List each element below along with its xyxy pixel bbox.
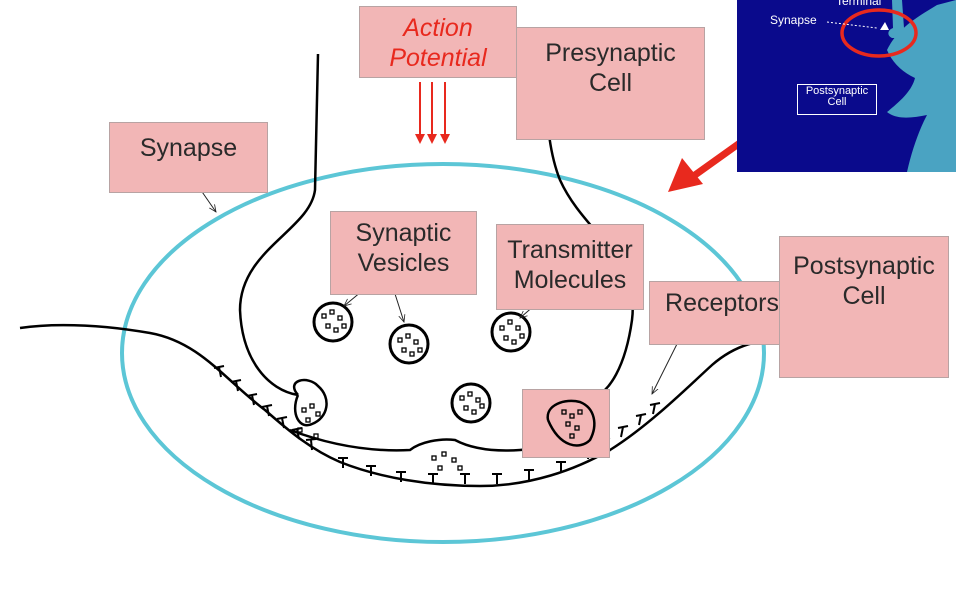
synapse-label: Synapse [109, 122, 268, 193]
synapse-boundary-ellipse [120, 162, 766, 544]
transmitter-molecules-label: Transmitter Molecules [496, 224, 644, 310]
inset-highlight-circle [840, 8, 918, 58]
presynaptic-cell-label: Presynaptic Cell [516, 27, 705, 140]
synaptic-vesicles-label: Synaptic Vesicles [330, 211, 477, 295]
postsynaptic-neuron-shape [887, 0, 956, 172]
fusing-vesicle-left [292, 378, 328, 427]
vesicle-1 [312, 301, 354, 343]
inset-synapse-label: Synapse [770, 13, 817, 27]
vesicle-4 [450, 382, 492, 424]
action-potential-arrows [415, 82, 450, 144]
vesicle-2 [388, 323, 430, 365]
action-potential-label: Action Potential [359, 6, 517, 78]
neuron-inset: Terminal Synapse Postsynaptic Cell [737, 0, 956, 172]
postsynaptic-membrane [19, 323, 833, 488]
inset-terminal-label: Terminal [836, 0, 882, 8]
inset-postsynaptic-label: Postsynaptic Cell [797, 84, 877, 115]
axon-terminal-shape [888, 0, 907, 38]
receptors-label: Receptors [649, 281, 795, 345]
vesicle-3 [490, 311, 532, 353]
transmitter-molecules [297, 309, 525, 471]
vesicles [312, 301, 532, 424]
postsynaptic-cell-label: Postsynaptic Cell [779, 236, 949, 378]
